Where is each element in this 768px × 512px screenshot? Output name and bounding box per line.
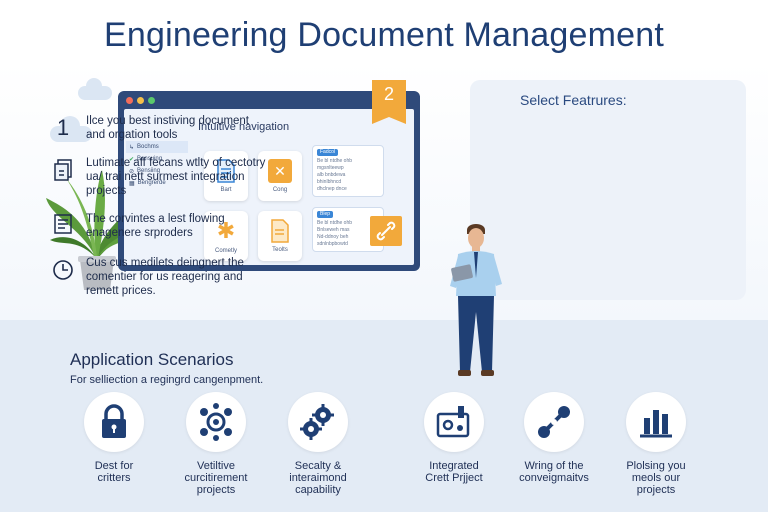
scenarios-heading: Application Scenarios — [70, 350, 234, 369]
scenario-label: Wring of the conveigmaitvs — [519, 460, 589, 484]
mock-tile: ✕ Cong — [258, 151, 302, 201]
scenario-label: Secalty & interaimond capability — [289, 460, 347, 496]
window-controls — [126, 97, 155, 104]
arrow-icon: ↳ — [129, 144, 135, 151]
mock-nav-title: Intuitive navigation — [198, 121, 290, 133]
check-icon: ✔ — [129, 156, 135, 163]
cloud-decoration — [50, 116, 92, 142]
mock-sidebar: ↳Bochms ✔Bensuing ⊘Bensiing ▦Bengrerde — [126, 141, 188, 189]
mock-tile: ✱ Cometly — [204, 211, 248, 261]
cloud-decoration — [78, 78, 112, 100]
scenario-label: Dest for critters — [94, 460, 134, 484]
grid-icon: ▦ — [129, 180, 135, 187]
document-icon — [217, 159, 235, 183]
file-icon — [271, 219, 289, 243]
features-heading: Select Featrures: — [520, 92, 627, 108]
scenario-label: Vetiltive curcitirement projects — [184, 460, 248, 496]
document-stack-icon — [52, 158, 74, 182]
scenario-item: Integrated Crett Prjject — [404, 392, 504, 484]
screen-content: ↳Bochms ✔Bensuing ⊘Bensiing ▦Bengrerde I… — [124, 109, 414, 265]
lock-icon — [84, 392, 144, 452]
engineer-person-illustration — [450, 224, 502, 376]
link-badge-icon — [370, 216, 402, 246]
maximize-dot-icon — [148, 97, 155, 104]
star-icon: ✱ — [216, 218, 236, 243]
features-panel: Select Featrures: — [470, 80, 746, 300]
mock-tile: Teolts — [258, 211, 302, 261]
scenario-item: Secalty & interaimond capability — [268, 392, 368, 496]
mock-info-bubble: Fadcol Be bl ntdhe ohb mgsnlteewp alb bn… — [312, 145, 384, 197]
step-badge: 2 — [372, 80, 406, 124]
feature-text: Lutimate aff fecans wtlty of cectotry ua… — [86, 157, 266, 197]
scenario-item: Dest for critters — [64, 392, 164, 484]
feature-text: Ilce you best instiving document and org… — [86, 115, 250, 141]
gear-cluster-icon — [186, 392, 246, 452]
scenarios-subheading: For selliection a regingrd cangenpment. — [70, 374, 264, 386]
scenario-item: Vetiltive curcitirement projects — [166, 392, 266, 496]
bar-chart-icon — [626, 392, 686, 452]
list-document-icon — [52, 212, 74, 236]
app-screen-mockup: ↳Bochms ✔Bensuing ⊘Bensiing ▦Bengrerde I… — [118, 91, 420, 271]
mock-sidebar-item: ⊘Bensiing — [129, 168, 161, 175]
number-1-icon: 1 — [56, 115, 70, 140]
scenario-label: Plolsing you meols our projects — [626, 460, 686, 496]
mock-sidebar-item: ↳Bochms — [126, 141, 188, 153]
mock-tile: Bart — [204, 151, 248, 201]
minimize-dot-icon — [137, 97, 144, 104]
scenario-item: Wring of the conveigmaitvs — [504, 392, 604, 484]
connection-icon — [524, 392, 584, 452]
close-dot-icon — [126, 97, 133, 104]
mock-sidebar-item: ▦Bengrerde — [129, 180, 166, 187]
feature-text: The corvintes a lest flowing enagenere s… — [86, 213, 225, 239]
circle-check-icon: ⊘ — [129, 168, 135, 175]
scenario-label: Integrated Crett Prjject — [425, 460, 483, 484]
close-x-icon: ✕ — [268, 159, 292, 183]
integration-icon — [424, 392, 484, 452]
scenario-item: Plolsing you meols our projects — [606, 392, 706, 496]
mock-sidebar-item: ✔Bensuing — [129, 156, 163, 163]
feature-text: Cus cus medilets deingnert the comentier… — [86, 257, 244, 297]
clock-icon — [52, 258, 74, 282]
page-title: Engineering Document Management — [104, 16, 664, 54]
gears-icon — [288, 392, 348, 452]
